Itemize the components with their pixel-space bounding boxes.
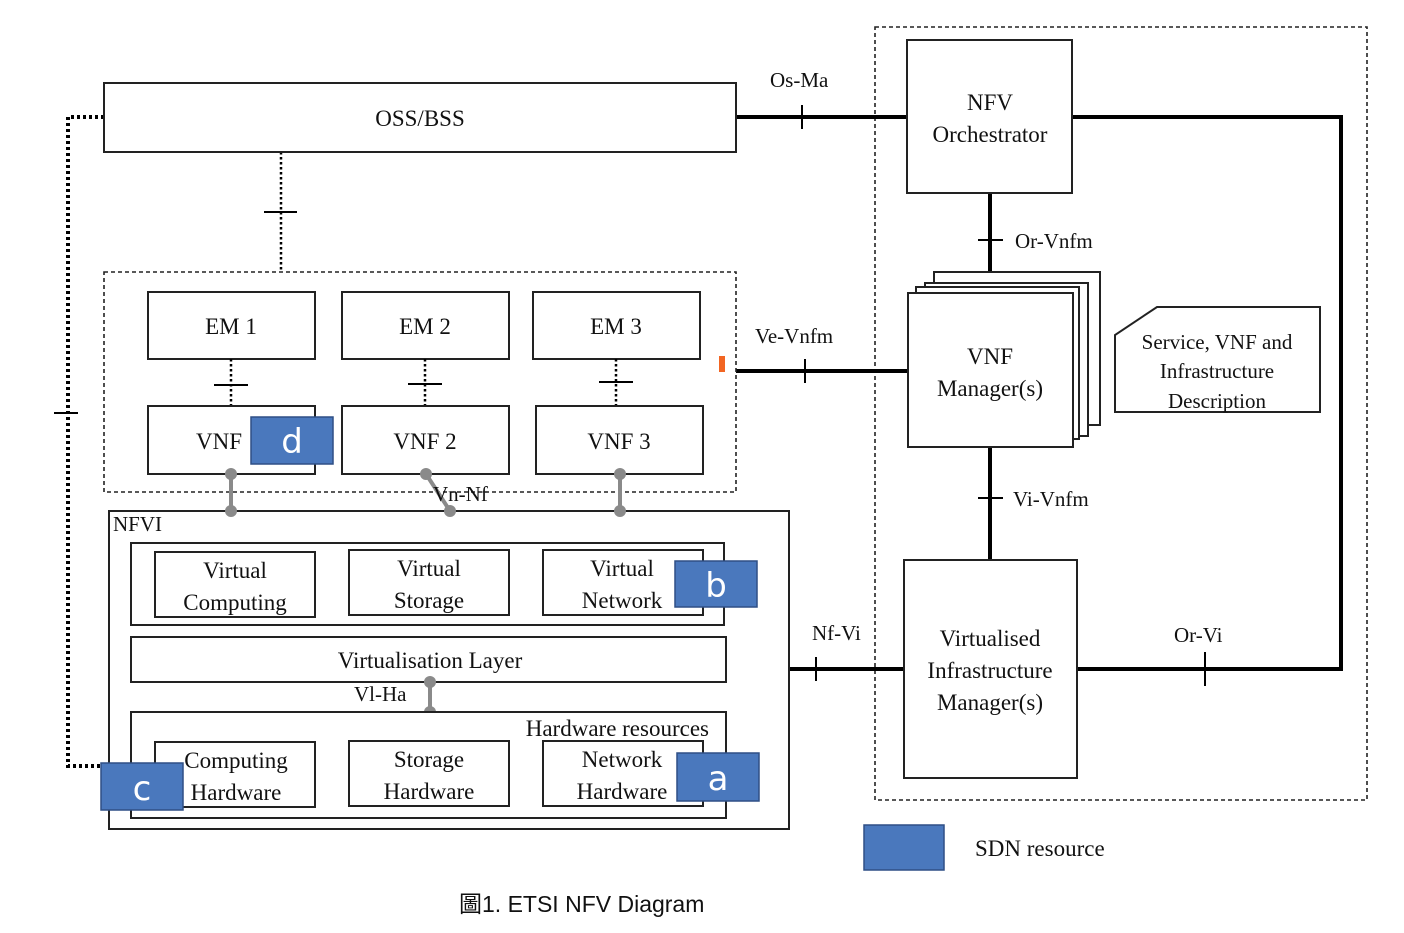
vn-nf-dot-2b <box>444 505 456 517</box>
sdn-marker-b-label: b <box>705 566 727 606</box>
storage-hardware-label-2: Hardware <box>384 779 475 804</box>
vn-nf-dot-1b <box>225 505 237 517</box>
sdn-marker-c <box>100 762 184 811</box>
virtual-storage-label-1: Virtual <box>397 556 461 581</box>
vnf-em-region <box>103 271 737 493</box>
description-label-3: Description <box>1168 389 1266 413</box>
or-vnfm-label: Or-Vnfm <box>1015 229 1093 253</box>
vn-nf-dot-2a <box>420 468 432 480</box>
vl-ha-label: Vl-Ha <box>354 682 407 706</box>
vim-label-1: Virtualised <box>940 626 1041 651</box>
legend-label: SDN resource <box>975 836 1105 861</box>
os-ma-label: Os-Ma <box>770 68 829 92</box>
vnf-manager-label-1: VNF <box>967 344 1013 369</box>
vi-vnfm-label: Vi-Vnfm <box>1013 487 1089 511</box>
virtual-network-label-1: Virtual <box>590 556 654 581</box>
vn-nf-dot-1a <box>225 468 237 480</box>
description-box <box>1114 306 1321 413</box>
network-hardware-label-2: Hardware <box>577 779 668 804</box>
oss-bss-label: OSS/BSS <box>375 106 465 131</box>
or-vi-line <box>1072 115 1343 671</box>
virtual-network-label-2: Network <box>582 588 663 613</box>
virtual-storage-box <box>348 549 510 616</box>
virtualisation-layer-label: Virtualisation Layer <box>338 648 523 673</box>
vl-ha-dot-a <box>424 676 436 688</box>
vn-nf-dot-3b <box>614 505 626 517</box>
em-3-box <box>532 291 701 360</box>
storage-hardware-label-1: Storage <box>394 747 464 772</box>
description-label-2: Infrastructure <box>1160 359 1274 383</box>
vn-nf-label: Vn-Nf <box>433 482 488 506</box>
computing-hardware-label-2: Hardware <box>191 780 282 805</box>
orange-marker <box>719 356 725 372</box>
hardware-resources-label: Hardware resources <box>526 716 709 741</box>
network-hardware-label-1: Network <box>582 747 663 772</box>
sdn-marker-d-label: d <box>281 422 303 462</box>
storage-hardware-box <box>348 740 510 807</box>
vnf-3-box <box>535 405 704 475</box>
virtual-computing-box <box>154 551 316 618</box>
ve-vnfm-label: Ve-Vnfm <box>755 324 833 348</box>
oss-nfvi-dotted-line <box>66 115 104 768</box>
virtual-computing-label-2: Computing <box>183 590 287 615</box>
sdn-marker-a <box>676 752 760 802</box>
vnf-3-label: VNF 3 <box>587 429 650 454</box>
vnf-1-label: VNF <box>196 429 242 454</box>
em-3-label: EM 3 <box>590 314 642 339</box>
vim-box <box>903 559 1078 779</box>
computing-hardware-label-1: Computing <box>184 748 288 773</box>
nfvi-label: NFVI <box>113 512 162 536</box>
vn-nf-dot-3a <box>614 468 626 480</box>
sdn-marker-b <box>674 560 758 608</box>
virtualisation-layer-box <box>130 636 727 683</box>
em-2-label: EM 2 <box>399 314 451 339</box>
vim-label-3: Manager(s) <box>937 690 1043 715</box>
sdn-marker-a-label: a <box>708 759 729 799</box>
vnf-2-box <box>341 405 510 475</box>
or-vi-label: Or-Vi <box>1174 623 1223 647</box>
virtual-computing-label-1: Virtual <box>203 558 267 583</box>
sdn-marker-c-label: c <box>133 769 152 809</box>
vnf-2-label: VNF 2 <box>393 429 456 454</box>
nfv-orchestrator-box <box>906 39 1073 194</box>
description-label-1: Service, VNF and <box>1142 330 1293 354</box>
mano-region <box>874 26 1368 801</box>
oss-bss-box <box>103 82 737 153</box>
nfv-orchestrator-label-2: Orchestrator <box>933 122 1048 147</box>
em-1-label: EM 1 <box>205 314 257 339</box>
nfv-orchestrator-label-1: NFV <box>967 90 1013 115</box>
vn-nf-connector-2 <box>424 472 452 513</box>
nf-vi-label: Nf-Vi <box>812 621 861 645</box>
vim-label-2: Infrastructure <box>927 658 1052 683</box>
caption: 圖1. ETSI NFV Diagram <box>459 891 704 917</box>
vnf-manager-label-2: Manager(s) <box>937 376 1043 401</box>
legend-swatch <box>863 824 945 871</box>
em-2-box <box>341 291 510 360</box>
virtual-storage-label-2: Storage <box>394 588 464 613</box>
vnf-manager-box <box>907 292 1074 448</box>
sdn-marker-d <box>250 416 334 465</box>
